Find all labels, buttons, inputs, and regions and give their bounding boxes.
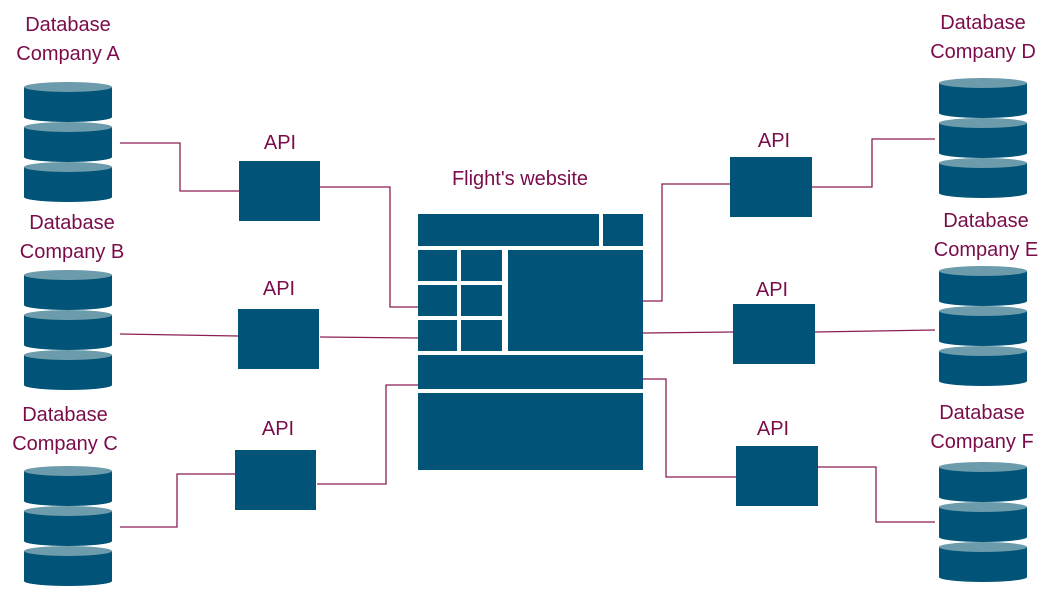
- database-disk: [24, 275, 112, 310]
- database-disk-top: [939, 306, 1027, 316]
- website-main-panel: [508, 250, 643, 351]
- database-disk-top: [24, 506, 112, 516]
- api-box-a: [239, 161, 320, 221]
- database-disk: [939, 351, 1027, 386]
- connector-api-f-to-db-f: [818, 466, 935, 523]
- connector-website-to-api-d: [643, 183, 730, 302]
- database-disk: [939, 467, 1027, 502]
- database-stack-f-icon: [939, 462, 1027, 582]
- database-disk: [939, 507, 1027, 542]
- database-disk: [939, 271, 1027, 306]
- database-disk-top: [24, 270, 112, 280]
- website-grid-cell: [418, 285, 457, 316]
- database-disk-top: [24, 122, 112, 132]
- db-label-d-line1: Database: [940, 12, 1026, 34]
- database-disk: [939, 547, 1027, 582]
- database-disk-top: [939, 266, 1027, 276]
- connector-api-c-to-website: [317, 384, 418, 485]
- database-disk-top: [24, 466, 112, 476]
- website-grid-cell: [461, 285, 502, 316]
- connector-website-to-api-f: [643, 378, 736, 478]
- database-disk: [24, 551, 112, 586]
- database-disk: [939, 163, 1027, 198]
- website-header-button: [603, 214, 643, 246]
- db-label-e-line1: Database: [943, 210, 1029, 232]
- api-label-b: API: [263, 278, 295, 300]
- api-label-f: API: [757, 418, 789, 440]
- api-box-d: [730, 157, 812, 217]
- connector-api-a-to-website: [320, 186, 418, 308]
- database-disk: [939, 123, 1027, 158]
- db-label-f-line2: Company F: [930, 431, 1033, 453]
- connector-db-a-to-api-a: [120, 142, 240, 192]
- database-disk-top: [24, 546, 112, 556]
- api-label-c: API: [262, 418, 294, 440]
- database-disk: [24, 127, 112, 162]
- api-box-e: [733, 304, 815, 364]
- db-label-d-line2: Company D: [930, 41, 1036, 63]
- database-stack-c-icon: [24, 466, 112, 586]
- website-grid-cell: [418, 320, 457, 351]
- api-box-c: [235, 450, 316, 510]
- database-disk: [24, 315, 112, 350]
- connector-db-c-to-api-c: [120, 473, 235, 528]
- database-stack-b-icon: [24, 270, 112, 390]
- database-disk: [24, 471, 112, 506]
- connector-api-d-to-db-d: [812, 138, 935, 188]
- database-disk-top: [24, 162, 112, 172]
- database-disk-top: [24, 350, 112, 360]
- database-disk: [939, 311, 1027, 346]
- database-disk-top: [939, 346, 1027, 356]
- website-title: Flight's website: [452, 168, 588, 190]
- db-label-b-line2: Company B: [20, 241, 125, 263]
- db-label-b-line1: Database: [29, 212, 115, 234]
- database-disk-top: [939, 118, 1027, 128]
- api-label-d: API: [758, 130, 790, 152]
- database-stack-e-icon: [939, 266, 1027, 386]
- db-label-e-line2: Company E: [934, 239, 1039, 261]
- database-stack-a-icon: [24, 82, 112, 202]
- database-disk: [24, 167, 112, 202]
- database-disk-top: [939, 78, 1027, 88]
- website-layout-icon: [418, 214, 643, 470]
- website-nav-strip: [418, 355, 643, 389]
- database-disk: [24, 355, 112, 390]
- database-disk: [24, 87, 112, 122]
- api-box-f: [736, 446, 818, 506]
- database-disk-top: [939, 542, 1027, 552]
- db-label-a-line1: Database: [25, 14, 111, 36]
- connector-api-b-to-website: [319, 336, 419, 339]
- website-grid-cell: [418, 250, 457, 281]
- connector-api-e-to-db-e: [814, 329, 936, 333]
- database-disk-top: [939, 158, 1027, 168]
- connector-db-b-to-api-b: [119, 333, 239, 337]
- database-stack-d-icon: [939, 78, 1027, 198]
- api-label-e: API: [756, 279, 788, 301]
- api-box-b: [238, 309, 319, 369]
- db-label-a-line2: Company A: [16, 43, 120, 65]
- db-label-c-line2: Company C: [12, 433, 118, 455]
- database-disk: [24, 511, 112, 546]
- database-disk: [939, 83, 1027, 118]
- db-label-f-line1: Database: [939, 402, 1025, 424]
- website-footer-block: [418, 393, 643, 470]
- database-disk-top: [939, 462, 1027, 472]
- db-label-c-line1: Database: [22, 404, 108, 426]
- website-header-bar: [418, 214, 599, 246]
- website-grid-cell: [461, 250, 502, 281]
- website-grid-cell: [461, 320, 502, 351]
- database-disk-top: [939, 502, 1027, 512]
- connector-website-to-api-e: [642, 331, 734, 334]
- api-label-a: API: [264, 132, 296, 154]
- connector-lines: [119, 138, 936, 528]
- database-disk-top: [24, 82, 112, 92]
- database-disk-top: [24, 310, 112, 320]
